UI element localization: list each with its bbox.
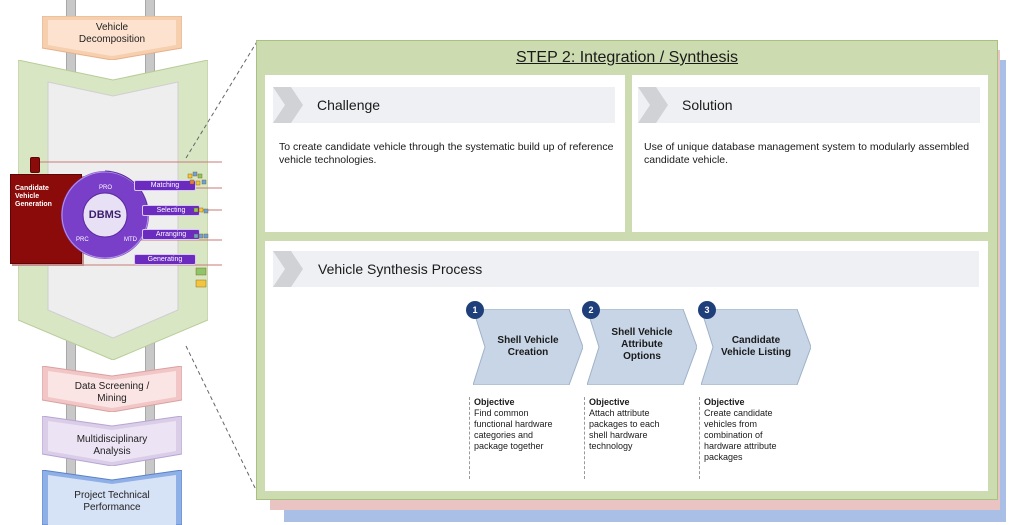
process-step-3-badge: 3 xyxy=(698,301,716,319)
process-step-3-label: Candidate Vehicle Listing xyxy=(720,335,792,358)
process-header: Vehicle Synthesis Process xyxy=(273,251,979,287)
process-panel: Vehicle Synthesis Process Shell Vehicle … xyxy=(265,241,988,491)
db-cylinder-icon xyxy=(30,157,40,173)
objective-text: Find common functional hardware categori… xyxy=(474,408,553,451)
ring-label-prc: PRC xyxy=(76,237,89,243)
challenge-panel: Challenge To create candidate vehicle th… xyxy=(265,75,625,232)
chevron-vehicle-decomposition[interactable] xyxy=(42,16,182,60)
challenge-title: Challenge xyxy=(317,97,381,113)
objective-title: Objective xyxy=(474,397,515,407)
step-label-vehicle-decomposition: Vehicle Decomposition xyxy=(78,22,146,45)
chevron-right-icon xyxy=(273,251,303,287)
objective-title: Objective xyxy=(704,397,745,407)
objective-text: Create candidate vehicles from combinati… xyxy=(704,408,777,462)
process-step-2-objective: Objective Attach attribute packages to e… xyxy=(584,397,689,479)
step-label-multidisciplinary: Multidisciplinary Analysis xyxy=(76,434,148,457)
solution-panel: Solution Use of unique database manageme… xyxy=(632,75,988,232)
solution-text: Use of unique database management system… xyxy=(644,141,970,166)
process-step-2-badge: 2 xyxy=(582,301,600,319)
dbms-ring xyxy=(61,170,149,259)
process-step-2-label: Shell Vehicle Attribute Options xyxy=(611,327,673,362)
step-label-project-technical: Project Technical Performance xyxy=(74,490,150,513)
process-step-2-arrow[interactable] xyxy=(587,309,697,385)
process-step-1-badge: 1 xyxy=(466,301,484,319)
module-matching[interactable]: Matching xyxy=(134,180,196,191)
process-step-1-arrow[interactable] xyxy=(473,309,583,385)
dbms-center-label: DBMS xyxy=(88,209,122,221)
solution-title: Solution xyxy=(682,97,733,113)
process-step-1-objective: Objective Find common functional hardwar… xyxy=(469,397,574,479)
objective-title: Objective xyxy=(589,397,630,407)
step-label-data-screening: Data Screening / Mining xyxy=(74,381,150,404)
chevron-right-icon xyxy=(638,87,668,123)
objective-text: Attach attribute packages to each shell … xyxy=(589,408,660,451)
ring-label-pro: PRO xyxy=(99,185,113,191)
chevron-multidisciplinary[interactable] xyxy=(42,416,182,466)
candidate-generation-label: Candidate Vehicle Generation xyxy=(15,185,52,208)
process-title: Vehicle Synthesis Process xyxy=(318,261,483,277)
chevron-right-icon xyxy=(273,87,303,123)
process-step-3-arrow[interactable] xyxy=(701,309,811,385)
process-step-1-label: Shell Vehicle Creation xyxy=(497,335,559,358)
module-generating[interactable]: Generating xyxy=(134,254,196,265)
process-step-3-objective: Objective Create candidate vehicles from… xyxy=(699,397,804,479)
chevron-data-screening[interactable] xyxy=(42,366,182,412)
page-title: STEP 2: Integration / Synthesis xyxy=(515,49,739,66)
ring-label-mtd: MTD xyxy=(124,237,137,243)
solution-header: Solution xyxy=(638,87,980,123)
challenge-text: To create candidate vehicle through the … xyxy=(279,141,614,166)
chevron-project-technical[interactable] xyxy=(42,470,182,525)
module-data-cells xyxy=(187,171,209,288)
challenge-header: Challenge xyxy=(273,87,615,123)
